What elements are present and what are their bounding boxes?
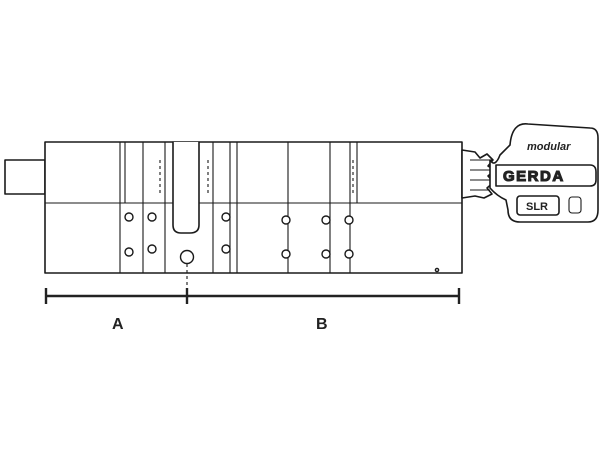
mounting-holes xyxy=(124,212,354,259)
cylinder-body xyxy=(44,141,463,292)
cylinder-cam xyxy=(4,159,46,195)
dimension-label-a: A xyxy=(112,316,124,333)
dimension-line xyxy=(44,288,461,304)
key-code-label: SLR xyxy=(526,201,548,213)
key-series-label: modular xyxy=(527,141,571,153)
dimension-label-b: B xyxy=(316,316,328,333)
key xyxy=(461,123,599,223)
key-brand-label: GERDA xyxy=(503,168,565,185)
